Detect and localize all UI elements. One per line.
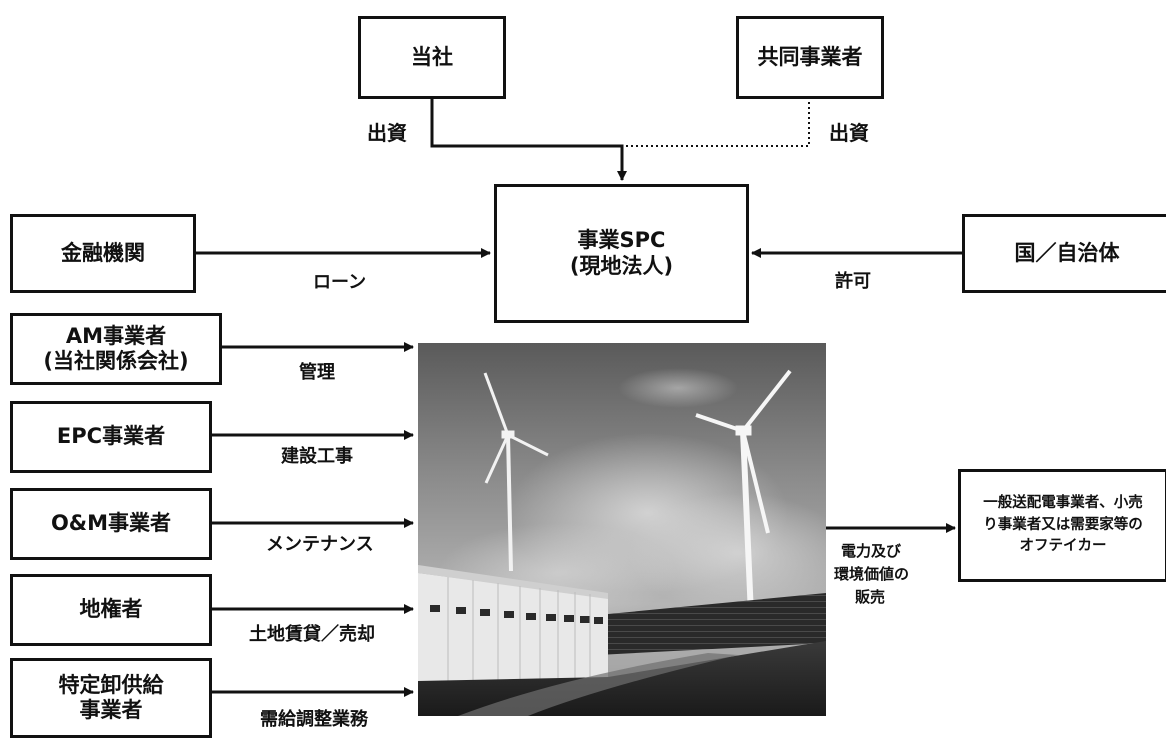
am-sublabel: (当社関係会社) <box>43 349 189 373</box>
offtaker-label-line2: り事業者又は需要家等の <box>983 516 1143 533</box>
maintenance-label: メンテナンス <box>266 534 374 555</box>
offtaker-label-line3: オフテイカー <box>1019 538 1107 555</box>
land-label: 土地賃貸／売却 <box>249 624 375 645</box>
am-label: AM事業者 <box>65 323 167 348</box>
landowner-label: 地権者 <box>79 597 143 622</box>
epc-label: EPC事業者 <box>56 424 166 449</box>
sales-label-line3: 販売 <box>855 588 886 606</box>
finance-box: 金融機関 <box>10 214 196 293</box>
investment-label-co-investor: 出資 <box>829 121 869 145</box>
company-label: 当社 <box>411 44 453 69</box>
renewable-energy-photo <box>418 343 826 716</box>
epc-box: EPC事業者 <box>10 401 212 473</box>
battery-containers <box>418 565 608 683</box>
supplier-label: 特定卸供給 <box>58 672 164 697</box>
investment-line-co-investor <box>624 97 810 147</box>
balancing-label: 需給調整業務 <box>260 709 368 730</box>
construction-label: 建設工事 <box>281 446 353 467</box>
co-investor-label: 共同事業者 <box>757 44 863 69</box>
landowner-box: 地権者 <box>10 574 212 646</box>
loan-label: ローン <box>313 272 367 293</box>
supplier-box: 特定卸供給 事業者 <box>10 658 212 738</box>
government-label: 国／自治体 <box>1014 240 1120 265</box>
wind-turbine-right <box>695 369 792 616</box>
om-label: O&M事業者 <box>50 511 172 536</box>
spc-box: 事業SPC (現地法人) <box>494 184 749 323</box>
company-box: 当社 <box>358 16 506 99</box>
offtaker-label-line1: 一般送配電事業者、小売 <box>983 494 1143 511</box>
government-box: 国／自治体 <box>962 214 1166 293</box>
permit-label: 許可 <box>835 271 871 292</box>
management-label: 管理 <box>299 362 335 383</box>
spc-sublabel: (現地法人) <box>569 253 674 278</box>
spc-label: 事業SPC <box>577 228 666 253</box>
sales-label-line1: 電力及び <box>841 542 902 560</box>
co-investor-box: 共同事業者 <box>736 16 884 99</box>
solar-panel-field <box>598 593 826 655</box>
om-box: O&M事業者 <box>10 488 212 560</box>
offtaker-box: 一般送配電事業者、小売 り事業者又は需要家等の オフテイカー <box>958 469 1166 582</box>
am-box: AM事業者 (当社関係会社) <box>10 313 222 385</box>
supplier-sublabel: 事業者 <box>79 698 143 722</box>
investment-line-company <box>430 97 627 181</box>
sales-label-line2: 環境価値の <box>834 565 910 583</box>
wind-turbine-left <box>483 372 549 572</box>
investment-label-company: 出資 <box>367 121 407 145</box>
finance-label: 金融機関 <box>61 240 145 265</box>
